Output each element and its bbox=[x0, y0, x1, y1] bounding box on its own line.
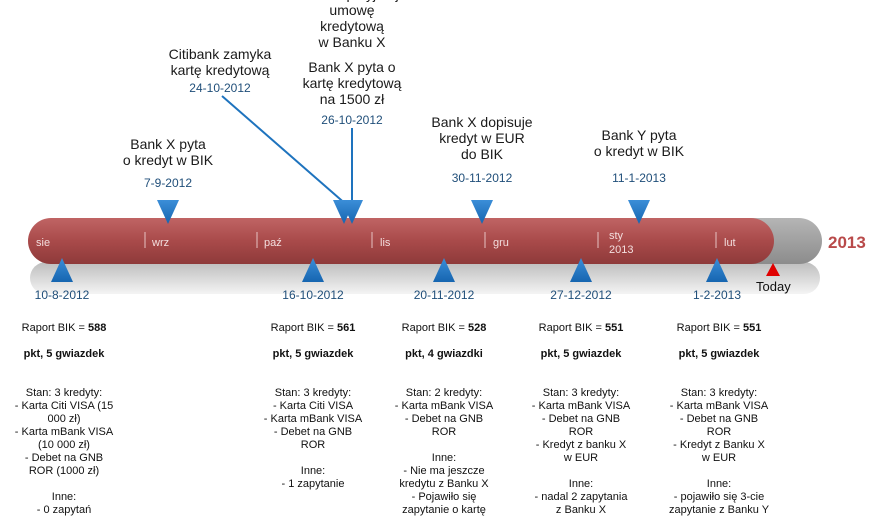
report-details: Stan: 3 kredyty: - Karta mBank VISA - De… bbox=[668, 387, 770, 516]
arrow-up-20-11-2012 bbox=[433, 258, 455, 282]
event-title-bankx-card: Bank X pyta o kartę kredytową na 1500 zł bbox=[302, 59, 402, 107]
month-label-jan: sty 2013 bbox=[609, 230, 634, 256]
report-stars: pkt, 5 gwiazdek bbox=[272, 348, 354, 360]
report-score: 528 bbox=[467, 322, 487, 334]
event-title-bankx-agreement: Bank X przyjmuje umowę kredytową w Banku… bbox=[298, 0, 407, 50]
event-title-bankx-inquiry: Bank X pyta o kredyt w BIK bbox=[122, 136, 214, 168]
report-details: Stan: 2 kredyty: - Karta mBank VISA - De… bbox=[394, 387, 494, 516]
event-date-24-10-2012: 24-10-2012 bbox=[189, 81, 251, 95]
event-date-30-11-2012: 30-11-2012 bbox=[451, 171, 513, 185]
report-date-27-12-2012: 27-12-2012 bbox=[550, 288, 612, 302]
report-10-8-2012: Raport BIK = 588 pkt, 5 gwiazdek Stan: 3… bbox=[2, 309, 126, 517]
arrow-down-11-1-2013 bbox=[628, 200, 650, 224]
top-arrows bbox=[157, 200, 650, 224]
month-label-oct: paź bbox=[264, 237, 282, 249]
event-date-26-10-2012: 26-10-2012 bbox=[321, 113, 383, 127]
report-date-10-8-2012: 10-8-2012 bbox=[34, 288, 90, 302]
year-label: 2013 bbox=[828, 233, 866, 252]
report-label: Raport BIK = bbox=[676, 322, 743, 334]
report-score: 588 bbox=[87, 322, 107, 334]
report-score: 561 bbox=[336, 322, 356, 334]
event-date-7-9-2012: 7-9-2012 bbox=[143, 176, 193, 190]
report-stars: pkt, 4 gwiazdki bbox=[405, 348, 483, 360]
arrow-up-27-12-2012 bbox=[570, 258, 592, 282]
month-label-feb: lut bbox=[724, 237, 736, 249]
month-separators bbox=[144, 232, 717, 248]
timeline-lower-band bbox=[30, 262, 820, 294]
report-27-12-2012: Raport BIK = 551 pkt, 5 gwiazdek Stan: 3… bbox=[521, 309, 641, 517]
connector-citibank bbox=[221, 95, 349, 207]
today-marker-icon bbox=[766, 263, 780, 276]
report-date-1-2-2013: 1-2-2013 bbox=[692, 288, 742, 302]
report-score: 551 bbox=[604, 322, 624, 334]
report-label: Raport BIK = bbox=[270, 322, 337, 334]
arrow-down-26-10-2012 bbox=[341, 200, 363, 224]
arrow-up-16-10-2012 bbox=[302, 258, 324, 282]
report-20-11-2012: Raport BIK = 528 pkt, 4 gwiazdki Stan: 2… bbox=[384, 309, 504, 517]
arrow-up-1-2-2013 bbox=[706, 258, 728, 282]
report-label: Raport BIK = bbox=[538, 322, 605, 334]
arrow-down-30-11-2012 bbox=[471, 200, 493, 224]
report-score: 551 bbox=[742, 322, 762, 334]
today-label: Today bbox=[756, 279, 791, 294]
timeline-graphic bbox=[28, 95, 822, 294]
report-details: Stan: 3 kredyty: - Karta Citi VISA (15 0… bbox=[14, 387, 114, 516]
timeline-bar bbox=[28, 218, 774, 264]
month-label-nov: lis bbox=[380, 237, 391, 249]
report-label: Raport BIK = bbox=[401, 322, 468, 334]
event-title-banky-inquiry: Bank Y pyta o kredyt w BIK bbox=[593, 127, 685, 159]
report-16-10-2012: Raport BIK = 561 pkt, 5 gwiazdek Stan: 3… bbox=[253, 309, 373, 491]
report-1-2-2013: Raport BIK = 551 pkt, 5 gwiazdek Stan: 3… bbox=[657, 309, 781, 517]
bottom-arrows bbox=[51, 258, 728, 282]
arrow-down-7-9-2012 bbox=[157, 200, 179, 224]
event-date-11-1-2013: 11-1-2013 bbox=[612, 171, 666, 185]
month-label-aug: sie bbox=[36, 237, 51, 249]
report-details: Stan: 3 kredyty: - Karta mBank VISA - De… bbox=[531, 387, 631, 516]
report-label: Raport BIK = bbox=[21, 322, 88, 334]
report-stars: pkt, 5 gwiazdek bbox=[23, 348, 105, 360]
event-title-citibank: Citibank zamyka kartę kredytową bbox=[168, 46, 272, 78]
report-details: Stan: 3 kredyty: - Karta Citi VISA - Kar… bbox=[263, 387, 363, 490]
report-stars: pkt, 5 gwiazdek bbox=[540, 348, 622, 360]
report-stars: pkt, 5 gwiazdek bbox=[678, 348, 760, 360]
arrow-up-10-8-2012 bbox=[51, 258, 73, 282]
event-title-bankx-eur: Bank X dopisuje kredyt w EUR do BIK bbox=[431, 114, 533, 162]
report-date-20-11-2012: 20-11-2012 bbox=[413, 288, 475, 302]
month-label-sep: wrz bbox=[152, 237, 170, 249]
report-date-16-10-2012: 16-10-2012 bbox=[282, 288, 344, 302]
month-label-dec: gru bbox=[493, 237, 509, 249]
